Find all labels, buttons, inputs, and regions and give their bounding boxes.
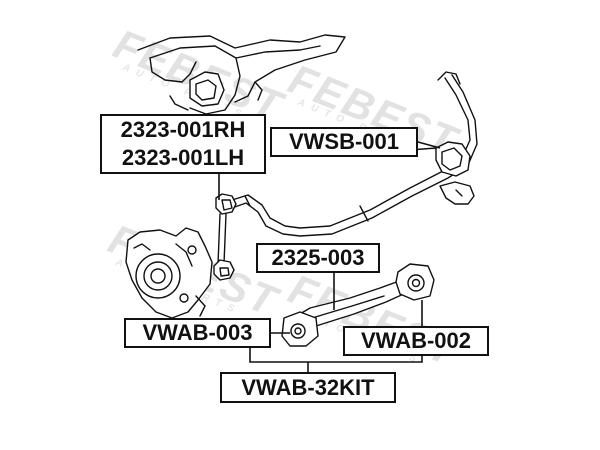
label-link-rh: 2323-001RH [120,117,246,142]
subframe-drawing [137,34,346,115]
leader-bushing [417,141,441,149]
label-stabilizer-link: 2323-001RH 2323-001LH [100,114,266,174]
leader-lines [218,141,441,372]
label-kit: VWAB-32KIT [220,372,396,403]
label-link-lh: 2323-001LH [121,145,245,170]
label-stabilizer-bushing: VWSB-001 [270,127,418,157]
stabilizer-bar-drawing [231,71,478,237]
lower-arm-drawing [281,263,435,347]
stabilizer-bushing-drawing [409,141,475,205]
knuckle-drawing [125,227,213,319]
leader-kit-bracket [249,348,423,363]
label-arm-bushing-left: VWAB-003 [124,318,271,348]
stabilizer-link-drawing [213,193,237,281]
label-arm-bushing-right: VWAB-002 [343,326,489,356]
label-arm: 2325-003 [256,243,380,273]
